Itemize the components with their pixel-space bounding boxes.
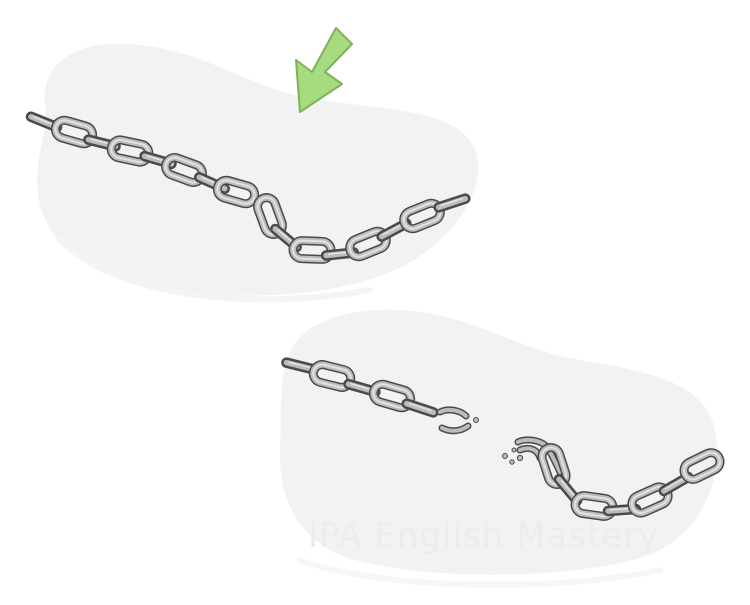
watermark-text: IPA English Mastery bbox=[308, 516, 660, 556]
break-fragments bbox=[473, 417, 524, 465]
top-blob-shadow bbox=[57, 237, 373, 303]
bottom-blob-shadow bbox=[297, 557, 663, 588]
broken-chain-right bbox=[514, 436, 723, 518]
top-background-blob bbox=[36, 43, 479, 296]
pointer-arrow-icon bbox=[295, 27, 353, 113]
broken-chain-left bbox=[280, 356, 472, 435]
